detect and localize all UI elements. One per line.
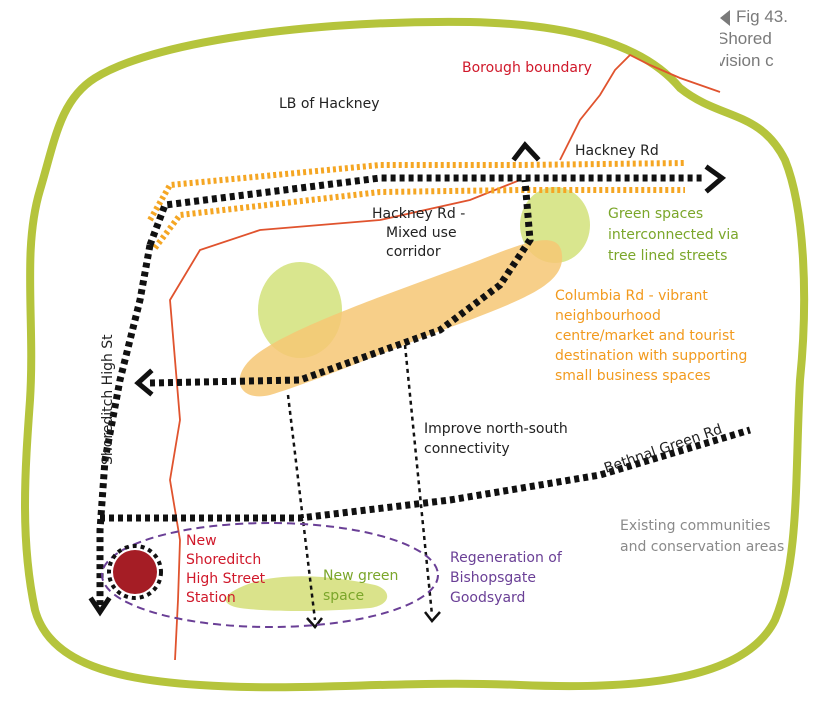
south-arrow-small-2-icon bbox=[424, 611, 441, 623]
hackney-rd-label: Hackney Rd bbox=[575, 143, 659, 159]
north-south-label: Improve north-south connectivity bbox=[424, 421, 572, 457]
north-south-link-1 bbox=[286, 394, 317, 621]
shoreditch-high-st-route bbox=[96, 244, 154, 605]
bethnal-green-rd-route bbox=[100, 426, 752, 522]
north-arrow-icon bbox=[511, 141, 541, 162]
new-station-label: New Shoreditch High Street Station bbox=[186, 533, 270, 606]
station-marker-icon bbox=[107, 544, 163, 600]
bishopsgate-goodsyard-outline bbox=[101, 522, 439, 628]
bishopsgate-label: Regeneration of Bishopsgate Goodsyard bbox=[450, 550, 566, 606]
borough-boundary-label: Borough boundary bbox=[462, 60, 592, 76]
north-south-link-2 bbox=[403, 344, 434, 616]
columbia-rd-route bbox=[149, 179, 534, 387]
shoreditch-high-st-label: Shoreditch High St bbox=[100, 334, 116, 465]
south-arrow-small-1-icon bbox=[306, 617, 323, 629]
columbia-road-zone bbox=[239, 240, 563, 397]
caption-line-3: vision c bbox=[720, 51, 774, 70]
figure-caption: Fig 43. Shored vision c bbox=[720, 6, 819, 72]
caption-line-2: Shored bbox=[720, 29, 772, 48]
hackney-rd-corridor-upper bbox=[147, 160, 686, 222]
hackney-rd-corridor-lower bbox=[152, 187, 685, 250]
hackney-rd-route bbox=[146, 174, 705, 247]
south-arrow-icon bbox=[88, 596, 112, 617]
west-arrow-icon bbox=[134, 368, 154, 397]
columbia-rd-label: Columbia Rd - vibrant neighbourhood cent… bbox=[555, 288, 752, 384]
existing-communities-label: Existing communities and conservation ar… bbox=[620, 518, 784, 555]
new-green-space-label: New green space bbox=[323, 568, 403, 604]
caption-line-1: Fig 43. bbox=[736, 7, 788, 26]
borough-boundary-line-west bbox=[169, 179, 521, 661]
lb-hackney-label: LB of Hackney bbox=[279, 96, 379, 112]
caption-arrow-icon bbox=[720, 10, 730, 26]
borough-boundary-line bbox=[559, 53, 721, 161]
corridor-label: Hackney Rd - Mixed use corridor bbox=[372, 206, 470, 260]
green-spaces-label: Green spaces interconnected via tree lin… bbox=[608, 206, 743, 264]
new-green-space-zone bbox=[225, 576, 388, 611]
hackney-rd-arrow-icon bbox=[704, 164, 727, 194]
